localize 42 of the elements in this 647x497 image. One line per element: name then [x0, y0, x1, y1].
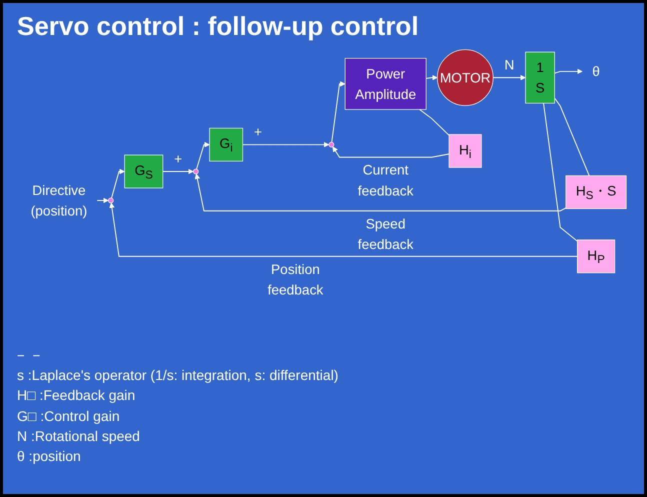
sign-label: − — [32, 348, 40, 363]
edge-label: + — [174, 150, 182, 167]
node-box: H$_{P}$ — [577, 240, 616, 274]
legend-note: s :Laplace's operator (1/s: integration, s: differential) — [17, 366, 340, 385]
node-box: H$_{i}$ — [448, 134, 482, 168]
arrow — [332, 146, 450, 158]
title: Servo control : follow-up control — [17, 11, 420, 42]
legend-note: N :Rotational speed — [17, 426, 141, 446]
edge-label: Position feedback — [268, 261, 324, 298]
arrow — [242, 142, 330, 148]
edge-label: Speed feedback — [358, 216, 414, 252]
edge-label: Current feedback — [358, 162, 414, 198]
arrow — [111, 168, 125, 199]
connector — [543, 102, 578, 242]
node-circle — [108, 198, 114, 204]
node-circle — [328, 142, 334, 148]
node-text: θ — [592, 64, 600, 80]
node-box: H$_{S}$・S — [566, 175, 627, 209]
legend-note: θ :position — [17, 447, 82, 466]
arrow — [554, 68, 582, 74]
node-circle — [193, 168, 199, 174]
node-text: Directive (position) — [30, 182, 88, 219]
edge-label: + — [254, 124, 262, 140]
node-box: Power Amplitude — [344, 58, 426, 110]
edge-label: N — [504, 57, 514, 73]
sign-label: − — [17, 348, 25, 363]
node-box: 1 S — [525, 52, 555, 104]
node-circle: MOTOR — [437, 49, 494, 106]
arrow — [109, 202, 578, 257]
arrow — [194, 174, 566, 212]
arrow — [196, 142, 210, 170]
legend-note: H□ :Feedback gain — [17, 386, 136, 406]
arrow — [492, 74, 526, 80]
arrow — [331, 81, 346, 143]
arrow — [426, 74, 438, 80]
node-box: G$_{i}$ — [209, 128, 244, 162]
connector — [554, 98, 590, 176]
legend-note: G□ :Control gain — [17, 406, 121, 426]
arrow — [162, 168, 194, 174]
arrow — [96, 198, 109, 204]
node-box: G$_{S}$ — [124, 154, 164, 188]
connector — [419, 109, 450, 136]
